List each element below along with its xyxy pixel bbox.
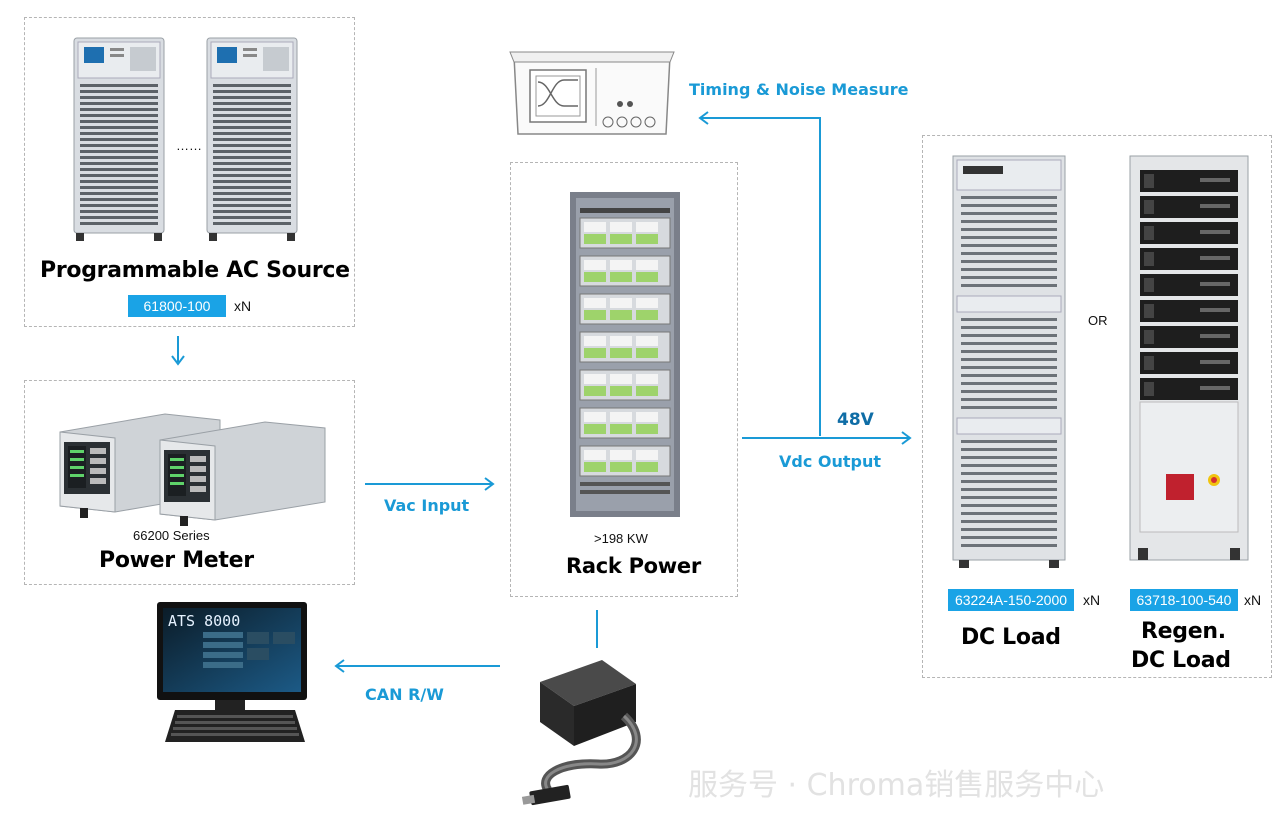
power-meter-icon — [59, 413, 326, 526]
power-meter-box — [24, 380, 355, 585]
vac-input-arrow-icon — [365, 477, 495, 491]
vdc-output-arrow-icon — [742, 431, 912, 445]
can-adapter-icon — [521, 660, 641, 806]
computer-icon — [157, 602, 307, 742]
ac-source-cabinet-icon — [206, 37, 298, 241]
rack-power-box — [510, 162, 738, 597]
ac-source-dots: …… — [176, 138, 202, 153]
or-label: OR — [1088, 313, 1108, 328]
ac-source-title: Programmable AC Source — [40, 258, 350, 283]
voltage-label: 48V — [837, 410, 874, 430]
arrow-down-icon — [171, 336, 185, 366]
can-arrow-icon — [334, 659, 500, 673]
dc-load-box — [922, 135, 1272, 678]
rack-power-title: Rack Power — [566, 554, 701, 578]
regen-load-title-line2: DC Load — [1131, 648, 1231, 673]
regen-load-qty: xN — [1244, 592, 1262, 608]
regen-load-title-line1: Regen. — [1141, 619, 1226, 644]
ac-source-qty: xN — [234, 298, 252, 314]
regen-load-model-tag: 63718-100-540 — [1130, 589, 1238, 611]
oscilloscope-icon — [509, 51, 675, 135]
power-meter-series: 66200 Series — [133, 528, 210, 543]
ac-source-model-tag: 61800-100 — [128, 295, 226, 317]
can-label: CAN R/W — [365, 685, 444, 704]
rack-power-spec: >198 KW — [594, 531, 648, 546]
rack-cabinet-icon — [570, 192, 680, 517]
power-meter-title: Power Meter — [99, 548, 254, 573]
ac-source-box — [24, 17, 355, 327]
dc-load-title: DC Load — [961, 625, 1061, 650]
vdc-output-label: Vdc Output — [779, 452, 882, 471]
regen-load-cabinet-icon — [1129, 155, 1249, 561]
dc-load-cabinet-icon — [952, 155, 1066, 568]
can-line-icon — [596, 610, 598, 648]
timing-noise-label: Timing & Noise Measure — [689, 80, 909, 99]
ac-source-cabinet-icon — [73, 37, 165, 241]
vac-input-label: Vac Input — [384, 496, 470, 515]
computer-screen-text: ATS 8000 — [168, 612, 241, 630]
dc-load-model-tag: 63224A-150-2000 — [948, 589, 1074, 611]
watermark-text: 服务号 · Chroma销售服务中心 — [688, 768, 1105, 803]
timing-arrow-icon — [698, 111, 821, 436]
dc-load-qty: xN — [1083, 592, 1101, 608]
